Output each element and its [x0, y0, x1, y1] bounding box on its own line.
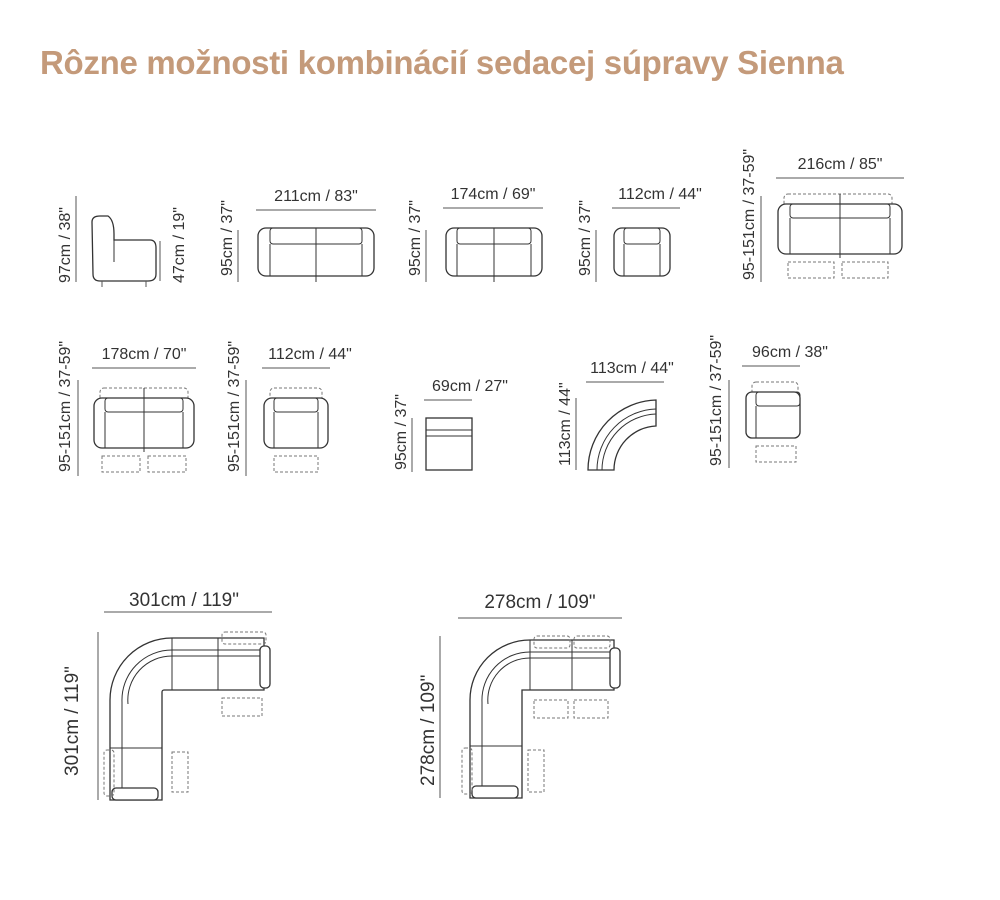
sofa-3-seat-recliner: 95-151cm / 37-59" 216cm / 85" — [741, 149, 904, 282]
armchair-side-height-label: 97cm / 38" — [57, 207, 74, 283]
corner-curve-height-label: 113cm / 44" — [557, 382, 574, 466]
armchair-recliner: 95-151cm / 37-59" 112cm / 44" — [226, 341, 352, 476]
combo-small-width-label: 278cm / 109" — [484, 592, 595, 613]
sofa2-height-label: 95cm / 37" — [407, 200, 424, 276]
armchair-height-label: 95cm / 37" — [577, 200, 594, 276]
end-recliner-width-label: 96cm / 38" — [752, 344, 828, 361]
middle-seat-width-label: 69cm / 27" — [432, 378, 508, 395]
corner-curve: 113cm / 44" 113cm / 44" — [557, 360, 674, 471]
middle-seat-height-label: 95cm / 37" — [393, 394, 410, 470]
combo-large-depth-label: 301cm / 119" — [62, 666, 83, 776]
armchair-side-view: 97cm / 38" 47cm / 19" — [57, 196, 188, 287]
sofa3-recliner-height-label: 95-151cm / 37-59" — [741, 149, 758, 280]
sofa2-recliner-height-label: 95-151cm / 37-59" — [57, 341, 74, 472]
corner-combination-large: 301cm / 119" 301cm / 119" — [62, 590, 272, 801]
sofa3-height-label: 95cm / 37" — [219, 200, 236, 276]
armchair: 95cm / 37" 112cm / 44" — [577, 186, 702, 282]
end-recliner-module: 95-151cm / 37-59" 96cm / 38" — [708, 335, 828, 468]
combo-small-depth-label: 278cm / 109" — [418, 675, 439, 786]
sofa-2-seat: 95cm / 37" 174cm / 69" — [407, 186, 543, 282]
combo-large-width-label: 301cm / 119" — [129, 590, 239, 611]
armchair-seat-height-label: 47cm / 19" — [171, 207, 188, 283]
page-title: Rôzne možnosti kombinácií sedacej súprav… — [40, 44, 844, 81]
corner-curve-width-label: 113cm / 44" — [590, 360, 674, 377]
sofa-3-seat: 95cm / 37" 211cm / 83" — [219, 188, 376, 282]
middle-seat: 95cm / 37" 69cm / 27" — [393, 378, 508, 472]
armchair-recliner-height-label: 95-151cm / 37-59" — [226, 341, 243, 472]
sofa3-width-label: 211cm / 83" — [274, 188, 358, 205]
sofa-2-seat-recliner: 95-151cm / 37-59" 178cm / 70" — [57, 341, 196, 476]
corner-combination-small: 278cm / 109" 278cm / 109" — [418, 592, 622, 799]
sofa3-recliner-width-label: 216cm / 85" — [798, 156, 883, 173]
armchair-recliner-width-label: 112cm / 44" — [268, 346, 352, 363]
sofa2-recliner-width-label: 178cm / 70" — [102, 346, 187, 363]
sofa2-width-label: 174cm / 69" — [451, 186, 536, 203]
armchair-width-label: 112cm / 44" — [618, 186, 702, 203]
end-recliner-height-label: 95-151cm / 37-59" — [708, 335, 725, 466]
